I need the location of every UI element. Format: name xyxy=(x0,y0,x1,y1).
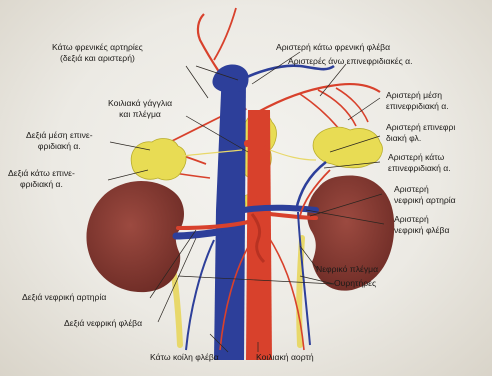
left-renal-vein xyxy=(244,208,316,210)
label-renal-plexus: Νεφρικό πλέγμα xyxy=(316,264,378,275)
left-inferior-phrenic-vein xyxy=(236,66,334,82)
label-ureters: Ουρητήρες xyxy=(334,278,376,289)
label-inferior-phrenic-arteries: Κάτω φρενικές αρτηρίες (δεξιά και αριστε… xyxy=(52,42,143,63)
label-left-inferior-adrenal-artery: Αριστερή κάτω επινεφριδιακή α. xyxy=(388,152,451,173)
label-right-renal-artery: Δεξιά νεφρική αρτηρία xyxy=(22,292,106,303)
label-inferior-vena-cava: Κάτω κοίλη φλέβα xyxy=(150,352,219,363)
label-right-renal-vein: Δεξιά νεφρική φλέβα xyxy=(64,318,142,329)
label-right-middle-adrenal-artery: Δεξιά μέση επινε- φριδιακή α. xyxy=(26,130,93,151)
label-left-renal-vein: Αριστερή νεφρική φλέβα xyxy=(394,214,449,235)
label-left-inferior-phrenic-vein: Αριστερή κάτω φρενική φλέβα xyxy=(276,42,390,53)
right-renal-vein xyxy=(176,232,218,236)
label-abdominal-aorta: Κοιλιακή αορτή xyxy=(256,352,314,363)
inferior-vena-cava xyxy=(214,66,246,360)
left-adrenal-gland xyxy=(313,127,382,168)
label-right-inferior-adrenal-artery: Δεξιά κάτω επινε- φριδιακή α. xyxy=(8,168,75,189)
label-left-middle-adrenal-artery: Αριστερή μέση επινεφριδιακή α. xyxy=(386,90,449,111)
label-celiac-ganglia: Κοιλιακά γάγγλια και πλέγμα xyxy=(108,98,172,119)
right-kidney xyxy=(86,181,184,292)
label-left-superior-adrenal-arteries: Αριστερές άνω επινεφριδιακές α. xyxy=(288,56,413,67)
right-adrenal-gland xyxy=(131,139,186,180)
label-left-renal-artery: Αριστερή νεφρική αρτηρία xyxy=(394,184,456,205)
label-left-adrenal-vein: Αριστερή επινεφρι διακή φλ. xyxy=(386,122,455,143)
